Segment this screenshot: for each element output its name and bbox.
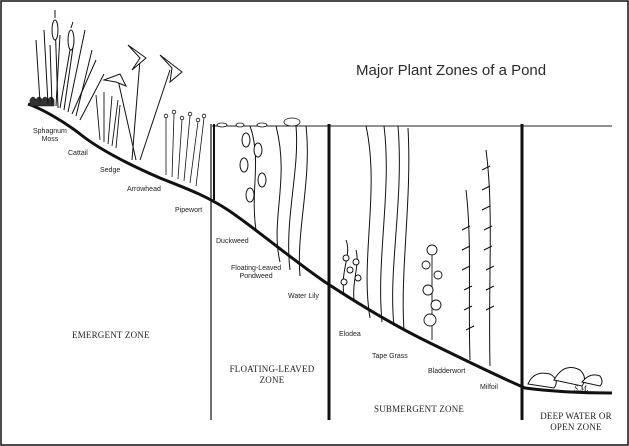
label-sphagnum-moss: Sphagnum Moss <box>33 128 67 144</box>
zone-label-emergent: EMERGENT ZONE <box>72 330 150 341</box>
label-pipewort: Pipewort <box>175 207 202 215</box>
tape-grass-drawing <box>366 126 409 330</box>
label-bladderwort: Bladderwort <box>428 368 465 376</box>
label-water-lily: Water Lily <box>288 293 319 301</box>
label-duckweed: Duckweed <box>216 238 249 246</box>
label-floating-leaved-pondweed: Floating-Leaved Pondweed <box>231 265 281 281</box>
label-elodea: Elodea <box>339 331 361 339</box>
label-milfoil: Milfoil <box>480 384 498 392</box>
elodea-drawing <box>341 240 361 300</box>
pond-bottom-profile <box>28 104 612 393</box>
water-lily-drawing <box>276 126 307 276</box>
diagram-title: Major Plant Zones of a Pond <box>356 62 546 79</box>
zone-label-deep-water: DEEP WATER OR OPEN ZONE <box>530 411 622 433</box>
zone-label-floating-leaved: FLOATING-LEAVED ZONE <box>224 364 320 386</box>
label-tape-grass: Tape Grass <box>372 353 408 361</box>
pondweed-drawing <box>240 126 266 230</box>
label-arrowhead: Arrowhead <box>127 186 161 194</box>
arrowhead-drawing <box>104 45 182 160</box>
sedge-drawing <box>96 92 120 148</box>
moss-drawing <box>30 97 54 106</box>
bladderwort-drawing <box>422 245 442 340</box>
label-sedge: Sedge <box>100 167 120 175</box>
milfoil-drawing <box>462 150 494 366</box>
label-cattail: Cattail <box>68 150 88 158</box>
rocks-drawing <box>528 368 602 388</box>
pipewort-drawing <box>164 110 206 186</box>
artist-signature: S.M. <box>574 384 589 393</box>
zone-label-submergent: SUBMERGENT ZONE <box>374 404 464 415</box>
